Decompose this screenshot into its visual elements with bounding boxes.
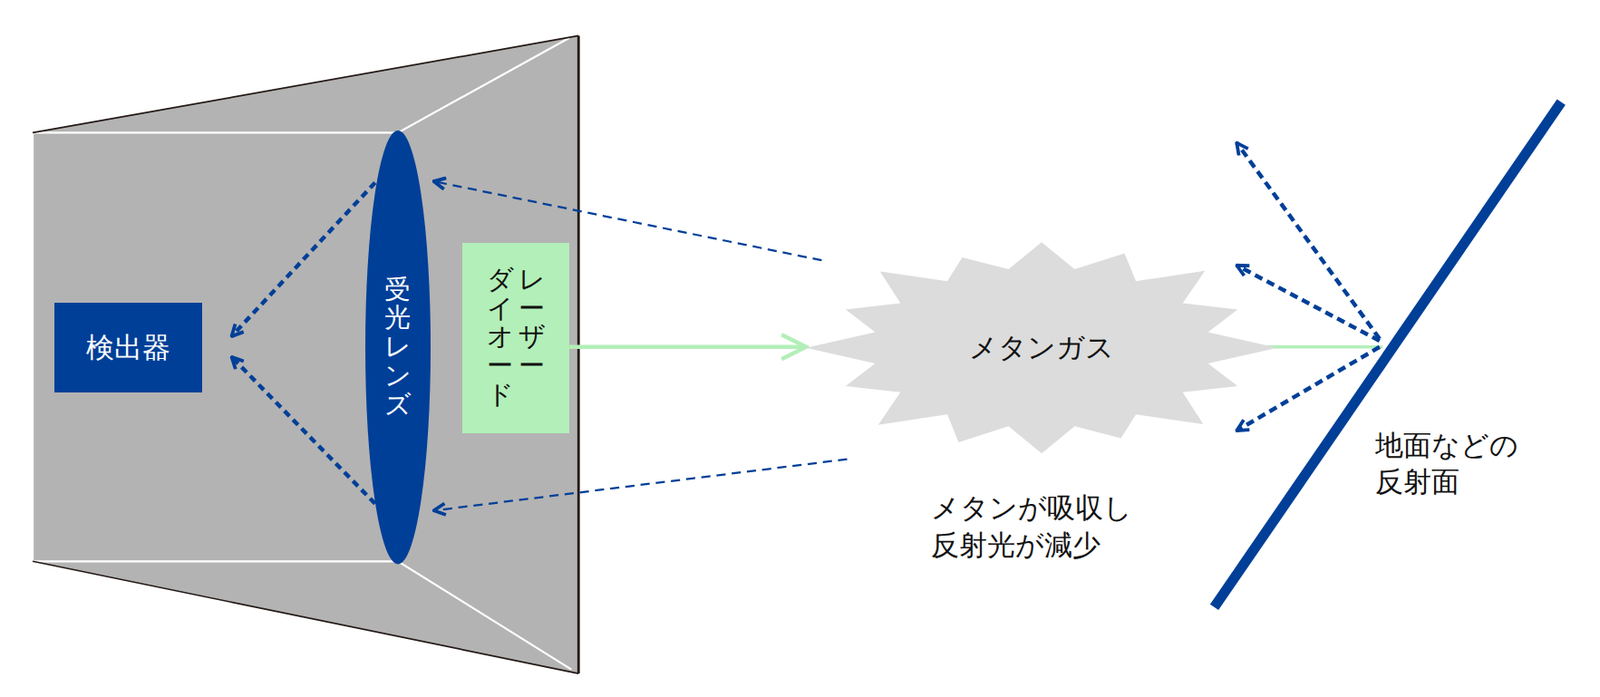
focused-light-arrow [231, 357, 375, 505]
housing-edge [32, 38, 570, 563]
gas-shape [805, 242, 1278, 454]
surface-label: 地面などの 反射面 [1375, 426, 1519, 501]
lens-shape [365, 130, 431, 564]
node-text: レーザー [518, 265, 545, 382]
receiver-lens: 受光レンズ [365, 130, 431, 564]
node-text: ダイオード [486, 265, 514, 410]
node-text: 検出器 [86, 329, 171, 368]
scattered-ray [1236, 143, 1380, 340]
reflective-surface [1214, 102, 1562, 608]
laser-diode-box: レーザーダイオード [462, 242, 570, 434]
focused-light-arrow [231, 183, 375, 338]
housing-outline [32, 35, 579, 133]
node-text: 受光レンズ [384, 275, 411, 420]
methane-gas-cloud: メタンガス [805, 236, 1278, 459]
scattered-light [1236, 143, 1380, 432]
absorption-note: メタンが吸収し 反射光が減少 [930, 489, 1133, 563]
laser-beam-arrow [569, 344, 806, 350]
housing-outline [32, 561, 579, 674]
scattered-ray [1236, 265, 1380, 341]
laser-beam [1265, 345, 1383, 349]
scattered-ray [1236, 347, 1380, 431]
node-text: メタンガス [969, 329, 1115, 368]
housing-outline [577, 35, 581, 674]
detector-box: 検出器 [54, 302, 203, 393]
sensor-housing [32, 35, 579, 674]
reflected-light-arrow [434, 459, 848, 512]
